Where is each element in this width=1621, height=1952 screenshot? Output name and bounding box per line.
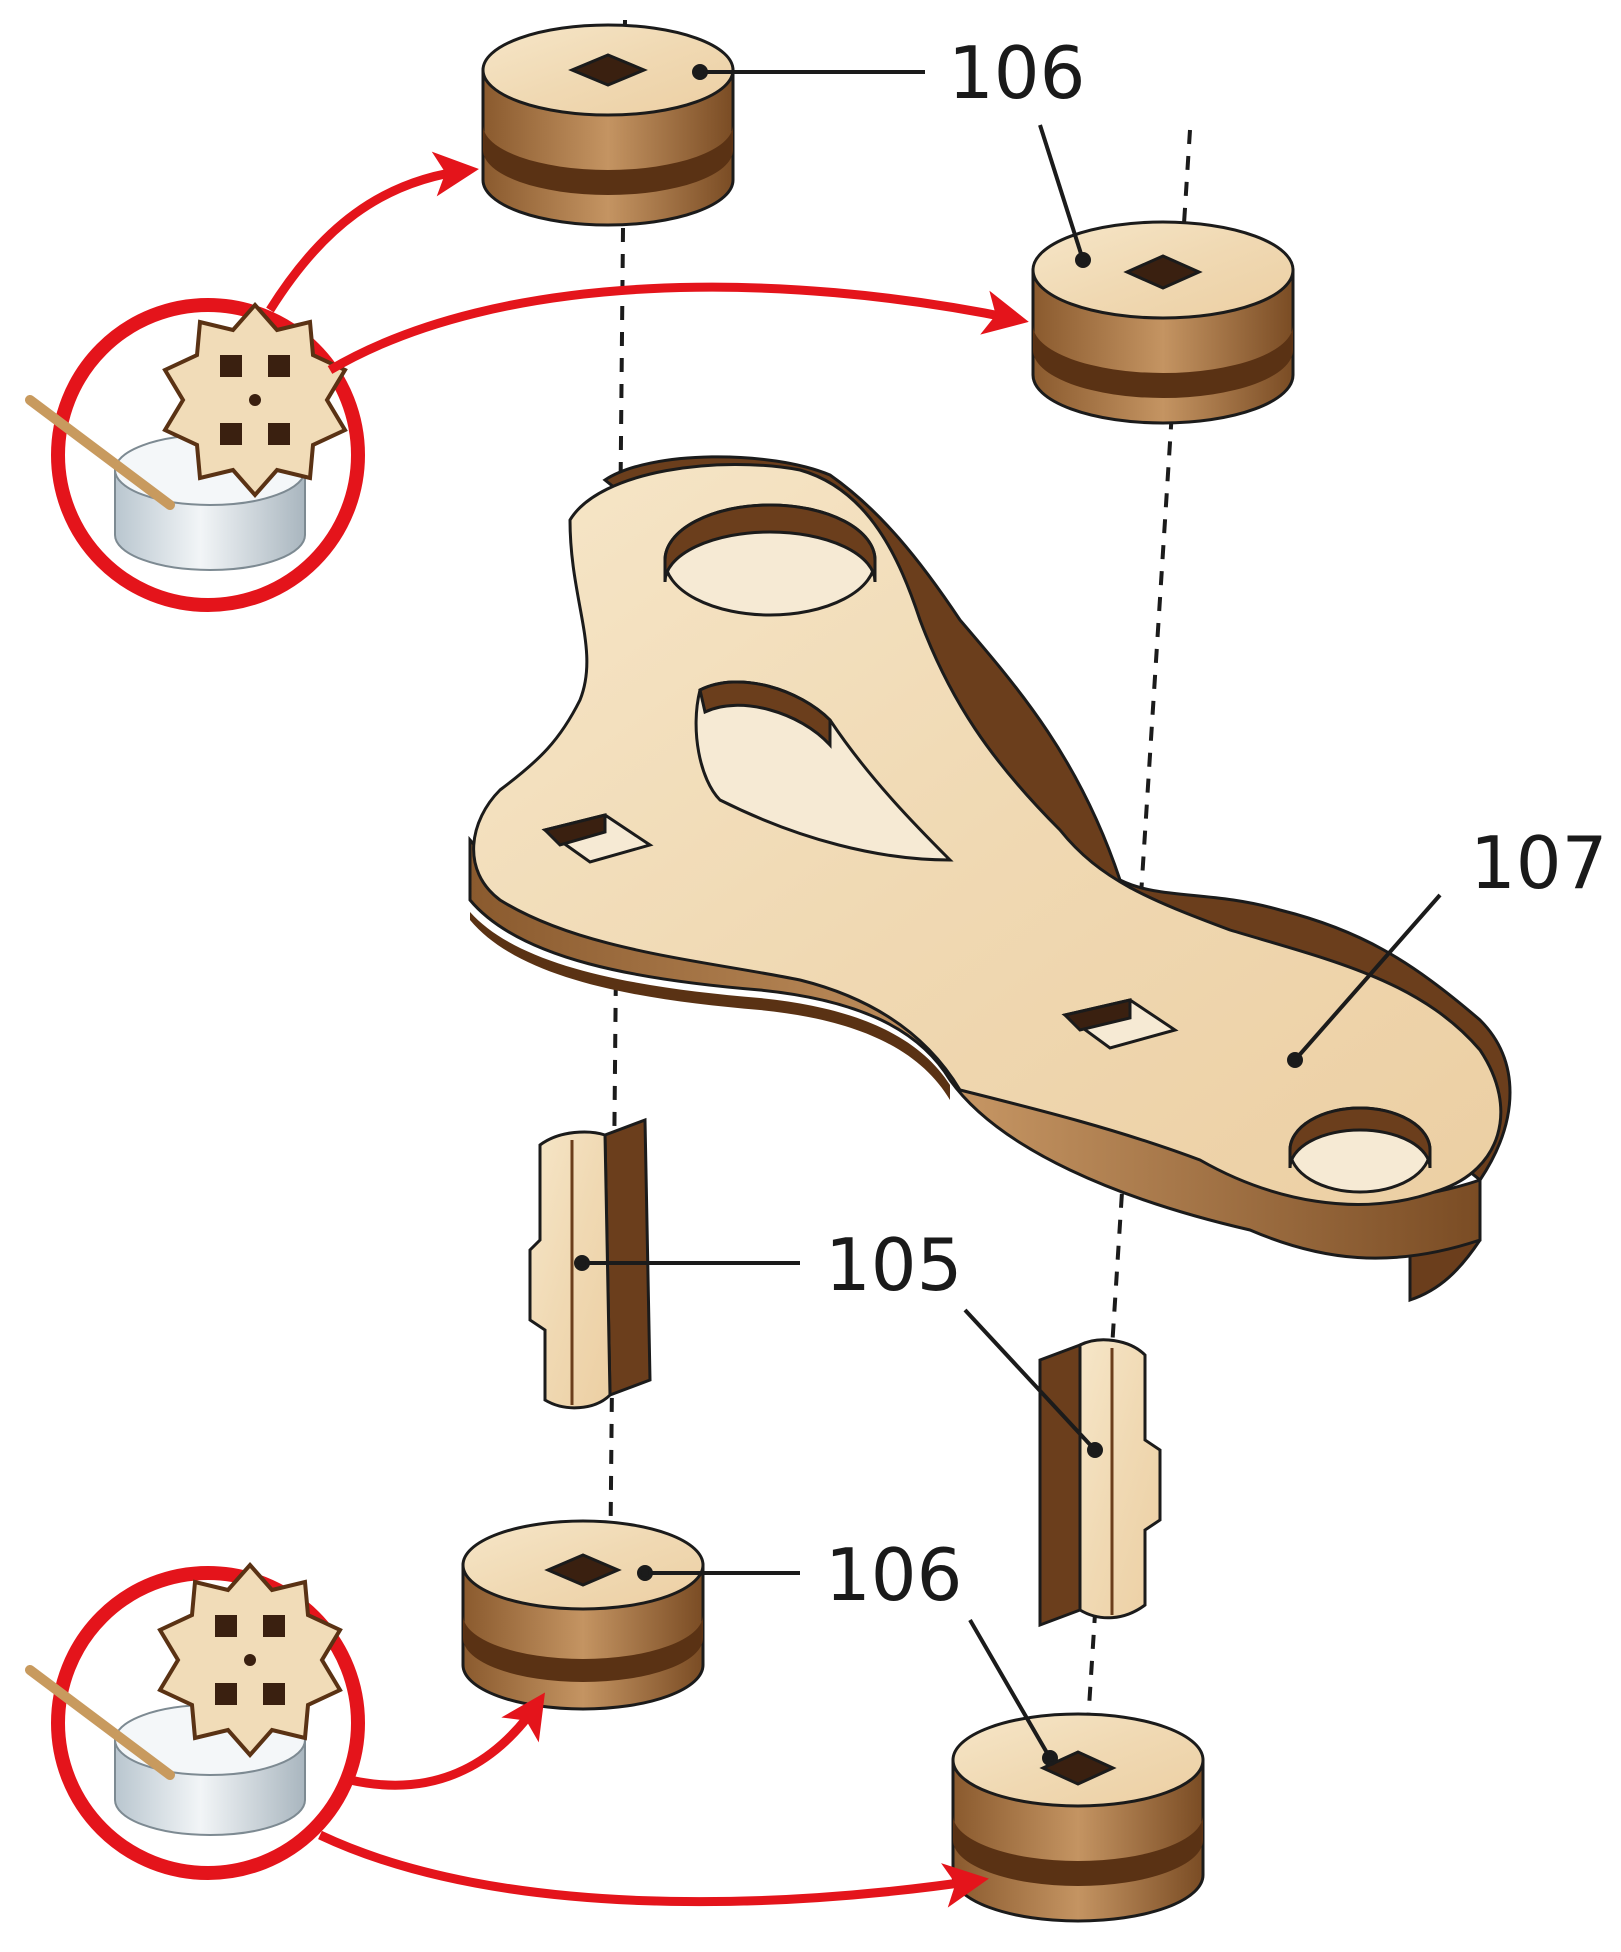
callout-106-bottom-left: 106: [825, 1533, 962, 1617]
spool-106-bottom-right: [951, 1712, 1205, 1923]
arrow-to-spool-bottom-left: [349, 1692, 545, 1790]
glue-arrows: [266, 151, 1029, 1908]
arm-plate-107: [468, 455, 1512, 1303]
pin-105-right: [1038, 1338, 1162, 1628]
callout-106-top-left: 106: [948, 31, 1085, 115]
glue-pot-bottom: [25, 1561, 365, 1880]
toothpick-icon: [25, 1665, 175, 1780]
callout-107: 107: [1470, 821, 1607, 905]
arrow-to-spool-top-right: [327, 282, 1029, 374]
spool-106-top-right: [1031, 220, 1295, 425]
arrow-to-spool-bottom-right: [318, 1830, 989, 1908]
callout-105: 105: [825, 1223, 962, 1307]
gear-icon: [157, 1561, 343, 1759]
pin-105-left: [528, 1117, 652, 1410]
arrow-to-spool-top-left: [266, 151, 479, 313]
toothpick-icon: [25, 395, 175, 510]
glue-pot-top: [25, 298, 365, 612]
spool-106-bottom-left: [461, 1519, 705, 1711]
leader-lines: [574, 64, 1442, 1766]
gear-icon: [162, 301, 348, 499]
spool-106-top-left: [481, 23, 735, 227]
